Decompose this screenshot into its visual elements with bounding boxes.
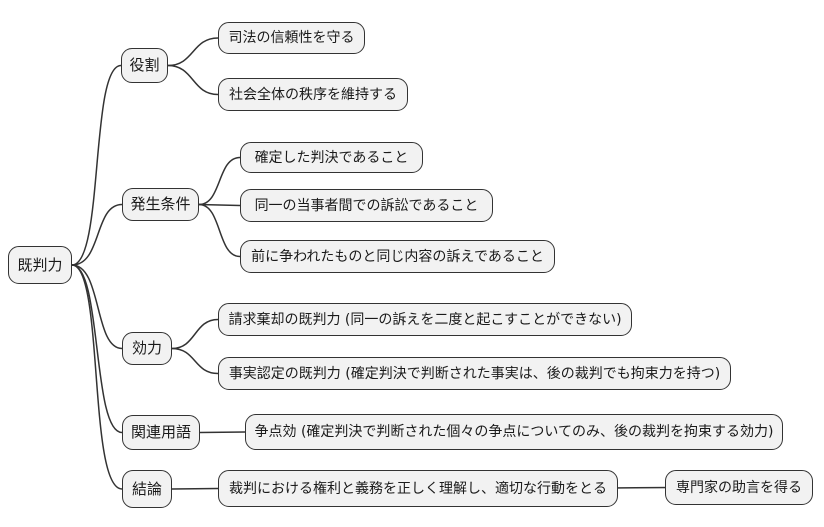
node-related-terms: 関連用語 bbox=[122, 415, 200, 450]
edge-root-to-conditions bbox=[71, 203, 123, 266]
leaf-issue-preclusion: 争点効 (確定判決で判断された個々の争点についてのみ、後の裁判を拘束する効力) bbox=[245, 414, 783, 450]
node-occurrence-conditions: 発生条件 bbox=[122, 188, 199, 221]
node-effect: 効力 bbox=[122, 332, 172, 365]
leaf-final-judgment: 確定した判決であること bbox=[240, 142, 423, 173]
leaf-same-parties: 同一の当事者間での訴訟であること bbox=[240, 189, 493, 222]
edge-root-to-related-terms bbox=[71, 264, 123, 434]
node-root-res-judicata: 既判力 bbox=[8, 246, 72, 284]
node-conclusion: 結論 bbox=[122, 470, 172, 508]
edge-role-to-social-order bbox=[167, 64, 219, 96]
edge-root-to-effect bbox=[71, 264, 123, 350]
edge-conditions-to-same-parties bbox=[198, 203, 241, 207]
leaf-protect-judicial-trust: 司法の信頼性を守る bbox=[218, 22, 365, 54]
edge-conclusion-to-proper-action bbox=[171, 487, 219, 490]
edge-conditions-to-final-judgment bbox=[198, 156, 241, 206]
edge-effect-to-claim-dismissal bbox=[171, 318, 219, 350]
leaf-expert-advice: 専門家の助言を得る bbox=[665, 470, 813, 505]
edge-root-to-role bbox=[71, 64, 122, 266]
edge-conditions-to-same-content bbox=[198, 203, 241, 258]
leaf-proper-action: 裁判における権利と義務を正しく理解し、適切な行動をとる bbox=[218, 470, 618, 507]
node-role: 役割 bbox=[121, 48, 168, 83]
leaf-claim-dismissal-effect: 請求棄却の既判力 (同一の訴えを二度と起こすことができない) bbox=[218, 303, 632, 336]
edge-role-to-judicial-trust bbox=[167, 37, 219, 67]
edge-related-terms-to-issue-effect bbox=[199, 431, 246, 434]
edge-proper-action-to-expert-advice bbox=[609, 486, 672, 489]
edge-effect-to-fact-finding bbox=[171, 347, 219, 375]
leaf-same-content-claim: 前に争われたものと同じ内容の訴えであること bbox=[240, 240, 555, 273]
leaf-fact-finding-effect: 事実認定の既判力 (確定判決で判断された事実は、後の裁判でも拘束力を持つ) bbox=[218, 357, 731, 390]
leaf-maintain-social-order: 社会全体の秩序を維持する bbox=[218, 78, 408, 111]
edge-root-to-conclusion bbox=[71, 264, 123, 490]
